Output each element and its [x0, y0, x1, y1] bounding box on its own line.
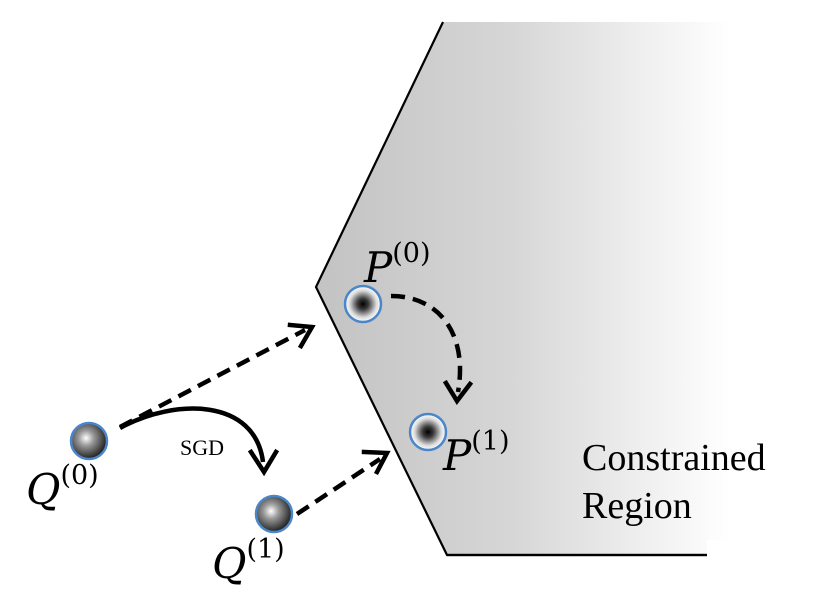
projection-arrowhead-lower: [361, 449, 391, 476]
label-p0: P(0): [363, 238, 431, 292]
constrained-region: [314, 21, 832, 570]
label-p0-sup: (0): [392, 238, 430, 269]
label-p0-base: P: [363, 243, 393, 292]
label-q1: Q(1): [212, 534, 285, 588]
label-q0-sup: (0): [60, 460, 98, 491]
projection-arrow-q1-to-boundary: [295, 457, 382, 516]
region-label-line1: Constrained: [582, 437, 766, 479]
sgd-label: SGD: [180, 435, 224, 460]
label-p1: P(1): [442, 426, 510, 480]
sgd-arrowhead: [247, 448, 280, 477]
label-q0: Q(0): [26, 460, 99, 514]
point-p1-marker: [408, 412, 448, 452]
region-fill: [316, 22, 832, 555]
point-q1-marker: [254, 494, 294, 534]
projection-arrow-q0-to-boundary: [118, 328, 307, 429]
sgd-arrow: [118, 406, 266, 463]
label-p1-sup: (1): [471, 426, 509, 457]
label-q1-base: Q: [212, 539, 246, 588]
label-p1-base: P: [442, 431, 472, 480]
curved-arrowhead-p1: [442, 379, 474, 405]
projection-arrowhead-upper: [287, 322, 316, 350]
label-q0-base: Q: [26, 465, 60, 514]
point-p0-marker: [343, 284, 383, 324]
curved-arrow-p0-to-p1: [390, 293, 463, 393]
label-q1-sup: (1): [246, 534, 284, 565]
region-label-line2: Region: [582, 485, 692, 527]
point-q0-marker: [69, 421, 109, 461]
